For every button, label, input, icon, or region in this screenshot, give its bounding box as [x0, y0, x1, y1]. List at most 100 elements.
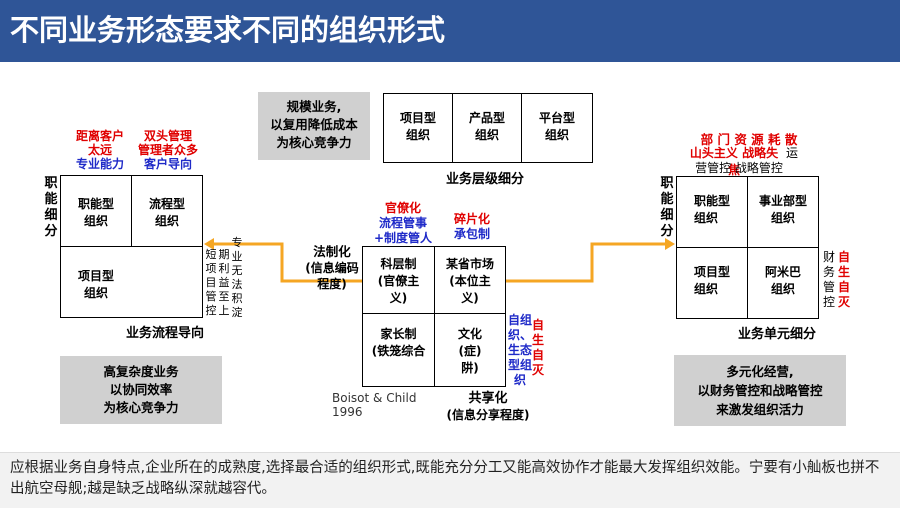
- left-blue-note-1: 专业能力: [75, 157, 124, 171]
- center-cell-br-1: 文化: [457, 327, 482, 341]
- center-cell-br-3: 阱): [461, 361, 479, 375]
- center-blue-a1: 流程管事: [378, 216, 427, 230]
- right-cell-amoeba-label-2: 组织: [770, 282, 795, 296]
- left-red-note-2: 太远: [87, 143, 112, 157]
- left-cell-functional-label-2: 组织: [83, 214, 108, 228]
- right-cell-amoeba: [747, 247, 819, 319]
- center-cell-bl-2: (铁笼综合: [371, 344, 426, 358]
- left-cell-functional-label-1: 职能型: [77, 197, 114, 211]
- center-blue-side-4: 型组: [508, 358, 533, 372]
- center-bottom-label-1: 共享化: [468, 391, 508, 406]
- right-cell-functional-label-2: 组织: [693, 211, 718, 225]
- left-gray-line-2: 以协同效率: [109, 382, 173, 397]
- right-side-red-3: 自: [838, 280, 851, 294]
- top-cell-2-label-1: 产品型: [468, 111, 505, 125]
- right-small-note: 运: [786, 146, 799, 160]
- top-cell-1-label-2: 组织: [405, 128, 430, 142]
- footer-bar: [0, 452, 900, 508]
- right-x-axis-label: 业务单元细分: [737, 327, 816, 342]
- right-cell-amoeba-label-1: 阿米巴: [764, 265, 801, 279]
- right-side-red-4: 灭: [838, 295, 851, 309]
- top-cell-project: [383, 93, 453, 163]
- right-red-note-2: 山头主义 战略失焦: [689, 146, 779, 177]
- right-side-black-2: 务: [823, 265, 836, 279]
- center-blue-side: 自组 织、 生态 型组 织: [508, 313, 532, 388]
- right-cell-project-label-2: 组织: [693, 282, 718, 296]
- right-side-black-1: 财: [823, 250, 836, 264]
- center-blue-b: 承包制: [453, 227, 490, 241]
- right-side-black-3: 管: [823, 280, 836, 294]
- center-blue-a2: +制度管人: [373, 231, 433, 245]
- top-gray-box: [258, 92, 370, 160]
- left-side-note-1: 短项目管控: [205, 248, 217, 317]
- left-cell-process-label-2: 组织: [154, 214, 179, 228]
- right-gray-line-1: 多元化经营,: [726, 364, 794, 379]
- left-cell-process-label-1: 流程型: [148, 197, 185, 211]
- center-red-side-3: 自: [532, 348, 545, 362]
- center-blue-side-5: 织: [513, 373, 526, 387]
- center-bottom-label-2: (信息分享程度): [446, 408, 530, 422]
- right-gray-line-2: 以财务管控和战略管控: [697, 383, 823, 398]
- right-gray-line-3: 来激发组织活力: [716, 402, 804, 417]
- center-blue-side-3: 生态: [508, 343, 533, 357]
- top-cell-3-label-2: 组织: [544, 128, 569, 142]
- center-red-side-4: 灭: [532, 363, 545, 377]
- top-caption: 业务层级细分: [445, 172, 524, 187]
- center-cell-culture: [434, 313, 506, 387]
- right-side-red-2: 生: [838, 265, 851, 279]
- center-red-side: 自 生 自 灭: [532, 318, 544, 378]
- center-red-side-1: 自: [532, 318, 545, 332]
- right-side-red-1: 自: [838, 250, 851, 264]
- right-y-axis-label: 职能细分: [660, 176, 674, 239]
- left-x-axis-label: 业务流程导向: [125, 326, 204, 341]
- center-red-a: 官僚化: [384, 201, 421, 215]
- page-title: 不同业务形态要求不同的组织形式: [10, 13, 446, 47]
- top-gray-line-1: 规模业务,: [286, 99, 342, 114]
- center-cell-tl-2: (官僚主: [377, 274, 420, 288]
- right-cell-functional-label-1: 职能型: [693, 194, 730, 208]
- left-red-note-1: 距离客户: [75, 129, 124, 143]
- center-cell-tl-3: 义): [389, 291, 408, 305]
- top-cell-3-label-1: 平台型: [538, 111, 575, 125]
- left-side-note-2: 期利益至上: [218, 248, 230, 317]
- left-cell-project-label-1: 项目型: [77, 269, 114, 283]
- top-cell-platform: [521, 93, 593, 163]
- right-cell-project: [676, 247, 748, 319]
- right-cell-division-label-2: 组织: [770, 211, 795, 225]
- left-side-note-3: 专业无法积淀: [231, 236, 243, 319]
- center-cell-br-2: (症): [458, 344, 482, 358]
- center-cell-market: [434, 246, 506, 314]
- left-blue-note-2: 客户导向: [143, 157, 192, 171]
- center-cell-tr-1: 某省市场: [445, 257, 494, 271]
- top-cell-2-label-2: 组织: [474, 128, 499, 142]
- center-cell-tl-1: 科层制: [380, 257, 417, 271]
- center-cell-bl-1: 家长制: [380, 327, 417, 341]
- title-bar: [0, 0, 900, 62]
- left-red-note-4: 管理者众多: [137, 143, 198, 157]
- center-blue-side-1: 自组: [508, 313, 533, 327]
- left-cell-functional: [60, 175, 132, 247]
- top-cell-1-label-1: 项目型: [399, 111, 436, 125]
- right-gray-box: [674, 355, 846, 426]
- center-red-side-2: 生: [532, 333, 545, 347]
- right-side-red: 自 生 自 灭: [838, 250, 850, 310]
- top-gray-line-3: 为核心竞争力: [276, 135, 352, 150]
- center-left-label-3: 程度): [317, 277, 347, 291]
- left-cell-project: [60, 246, 203, 318]
- left-cell-project-label-2: 组织: [83, 286, 108, 300]
- citation-line-1: Boisot & Child: [332, 391, 417, 405]
- left-red-note-3: 双头管理: [143, 129, 192, 143]
- center-left-label-1: 法制化: [313, 244, 351, 259]
- top-cell-product: [452, 93, 522, 163]
- citation-line-2: 1996: [332, 405, 363, 419]
- right-cell-functional: [676, 176, 748, 248]
- center-red-b: 碎片化: [453, 212, 490, 226]
- right-cell-division: [747, 176, 819, 248]
- center-left-label-2: (信息编码: [305, 261, 359, 275]
- right-red-note-1: 部 门 资 源 耗 散: [700, 132, 798, 147]
- left-gray-box: [60, 356, 222, 424]
- center-cell-tr-3: 义): [461, 291, 479, 305]
- right-side-black-4: 控: [823, 295, 836, 309]
- right-cell-project-label-1: 项目型: [693, 265, 730, 279]
- top-gray-line-2: 以复用降低成本: [270, 117, 358, 132]
